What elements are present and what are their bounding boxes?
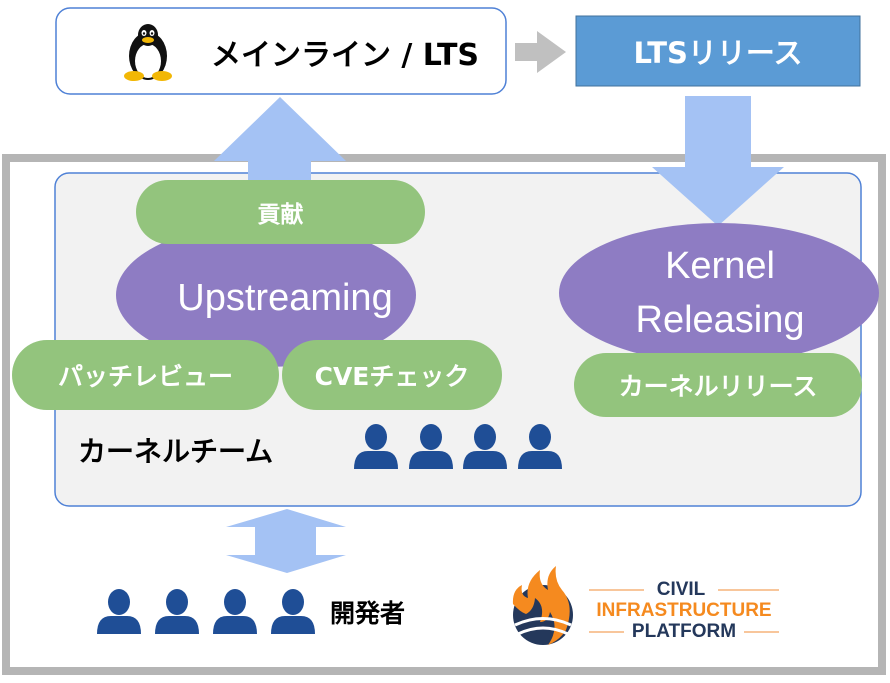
linux-tux-icon — [124, 24, 172, 81]
person-icon — [354, 424, 398, 469]
patch-review-pill — [12, 340, 279, 410]
gray-right-arrow — [515, 31, 566, 73]
kernel-releasing-title-line2: Releasing — [635, 298, 805, 341]
person-icon — [409, 424, 453, 469]
cve-check-label: CVEチェック — [314, 362, 470, 391]
kernel-team-members — [354, 424, 562, 469]
lts-release-box — [575, 15, 861, 87]
person-icon — [97, 589, 141, 634]
upstreaming-ellipse — [116, 223, 416, 367]
developer-members — [97, 589, 315, 634]
kernel-release-label: カーネルリリース — [618, 372, 818, 401]
person-icon — [463, 424, 507, 469]
logo-text-infrastructure: INFRASTRUCTURE — [596, 600, 772, 621]
person-icon — [271, 589, 315, 634]
person-icon — [213, 589, 257, 634]
kernel-releasing-title-line1: Kernel — [665, 244, 775, 287]
developers-double-arrow — [226, 509, 346, 573]
kernel-release-pill — [574, 353, 862, 417]
kernel-releasing-ellipse — [559, 223, 879, 363]
cip-logo-mark — [512, 566, 573, 645]
developers-label: 開発者 — [330, 599, 406, 628]
upstreaming-title: Upstreaming — [177, 276, 393, 319]
contribution-label: 貢献 — [257, 202, 304, 228]
mainline-label: メインライン / LTS — [210, 38, 480, 73]
upstream-up-arrow — [214, 97, 346, 240]
person-icon — [518, 424, 562, 469]
contribution-pill — [136, 180, 425, 244]
person-icon — [155, 589, 199, 634]
cve-check-pill — [282, 340, 502, 410]
logo-text-civil: CIVIL — [656, 579, 706, 600]
release-down-arrow — [652, 96, 784, 226]
kernel-team-label: カーネルチーム — [78, 435, 274, 468]
logo-text-platform: PLATFORM — [631, 621, 737, 642]
lts-release-label: LTSリリース — [633, 36, 803, 70]
patch-review-label: パッチレビュー — [57, 362, 233, 391]
